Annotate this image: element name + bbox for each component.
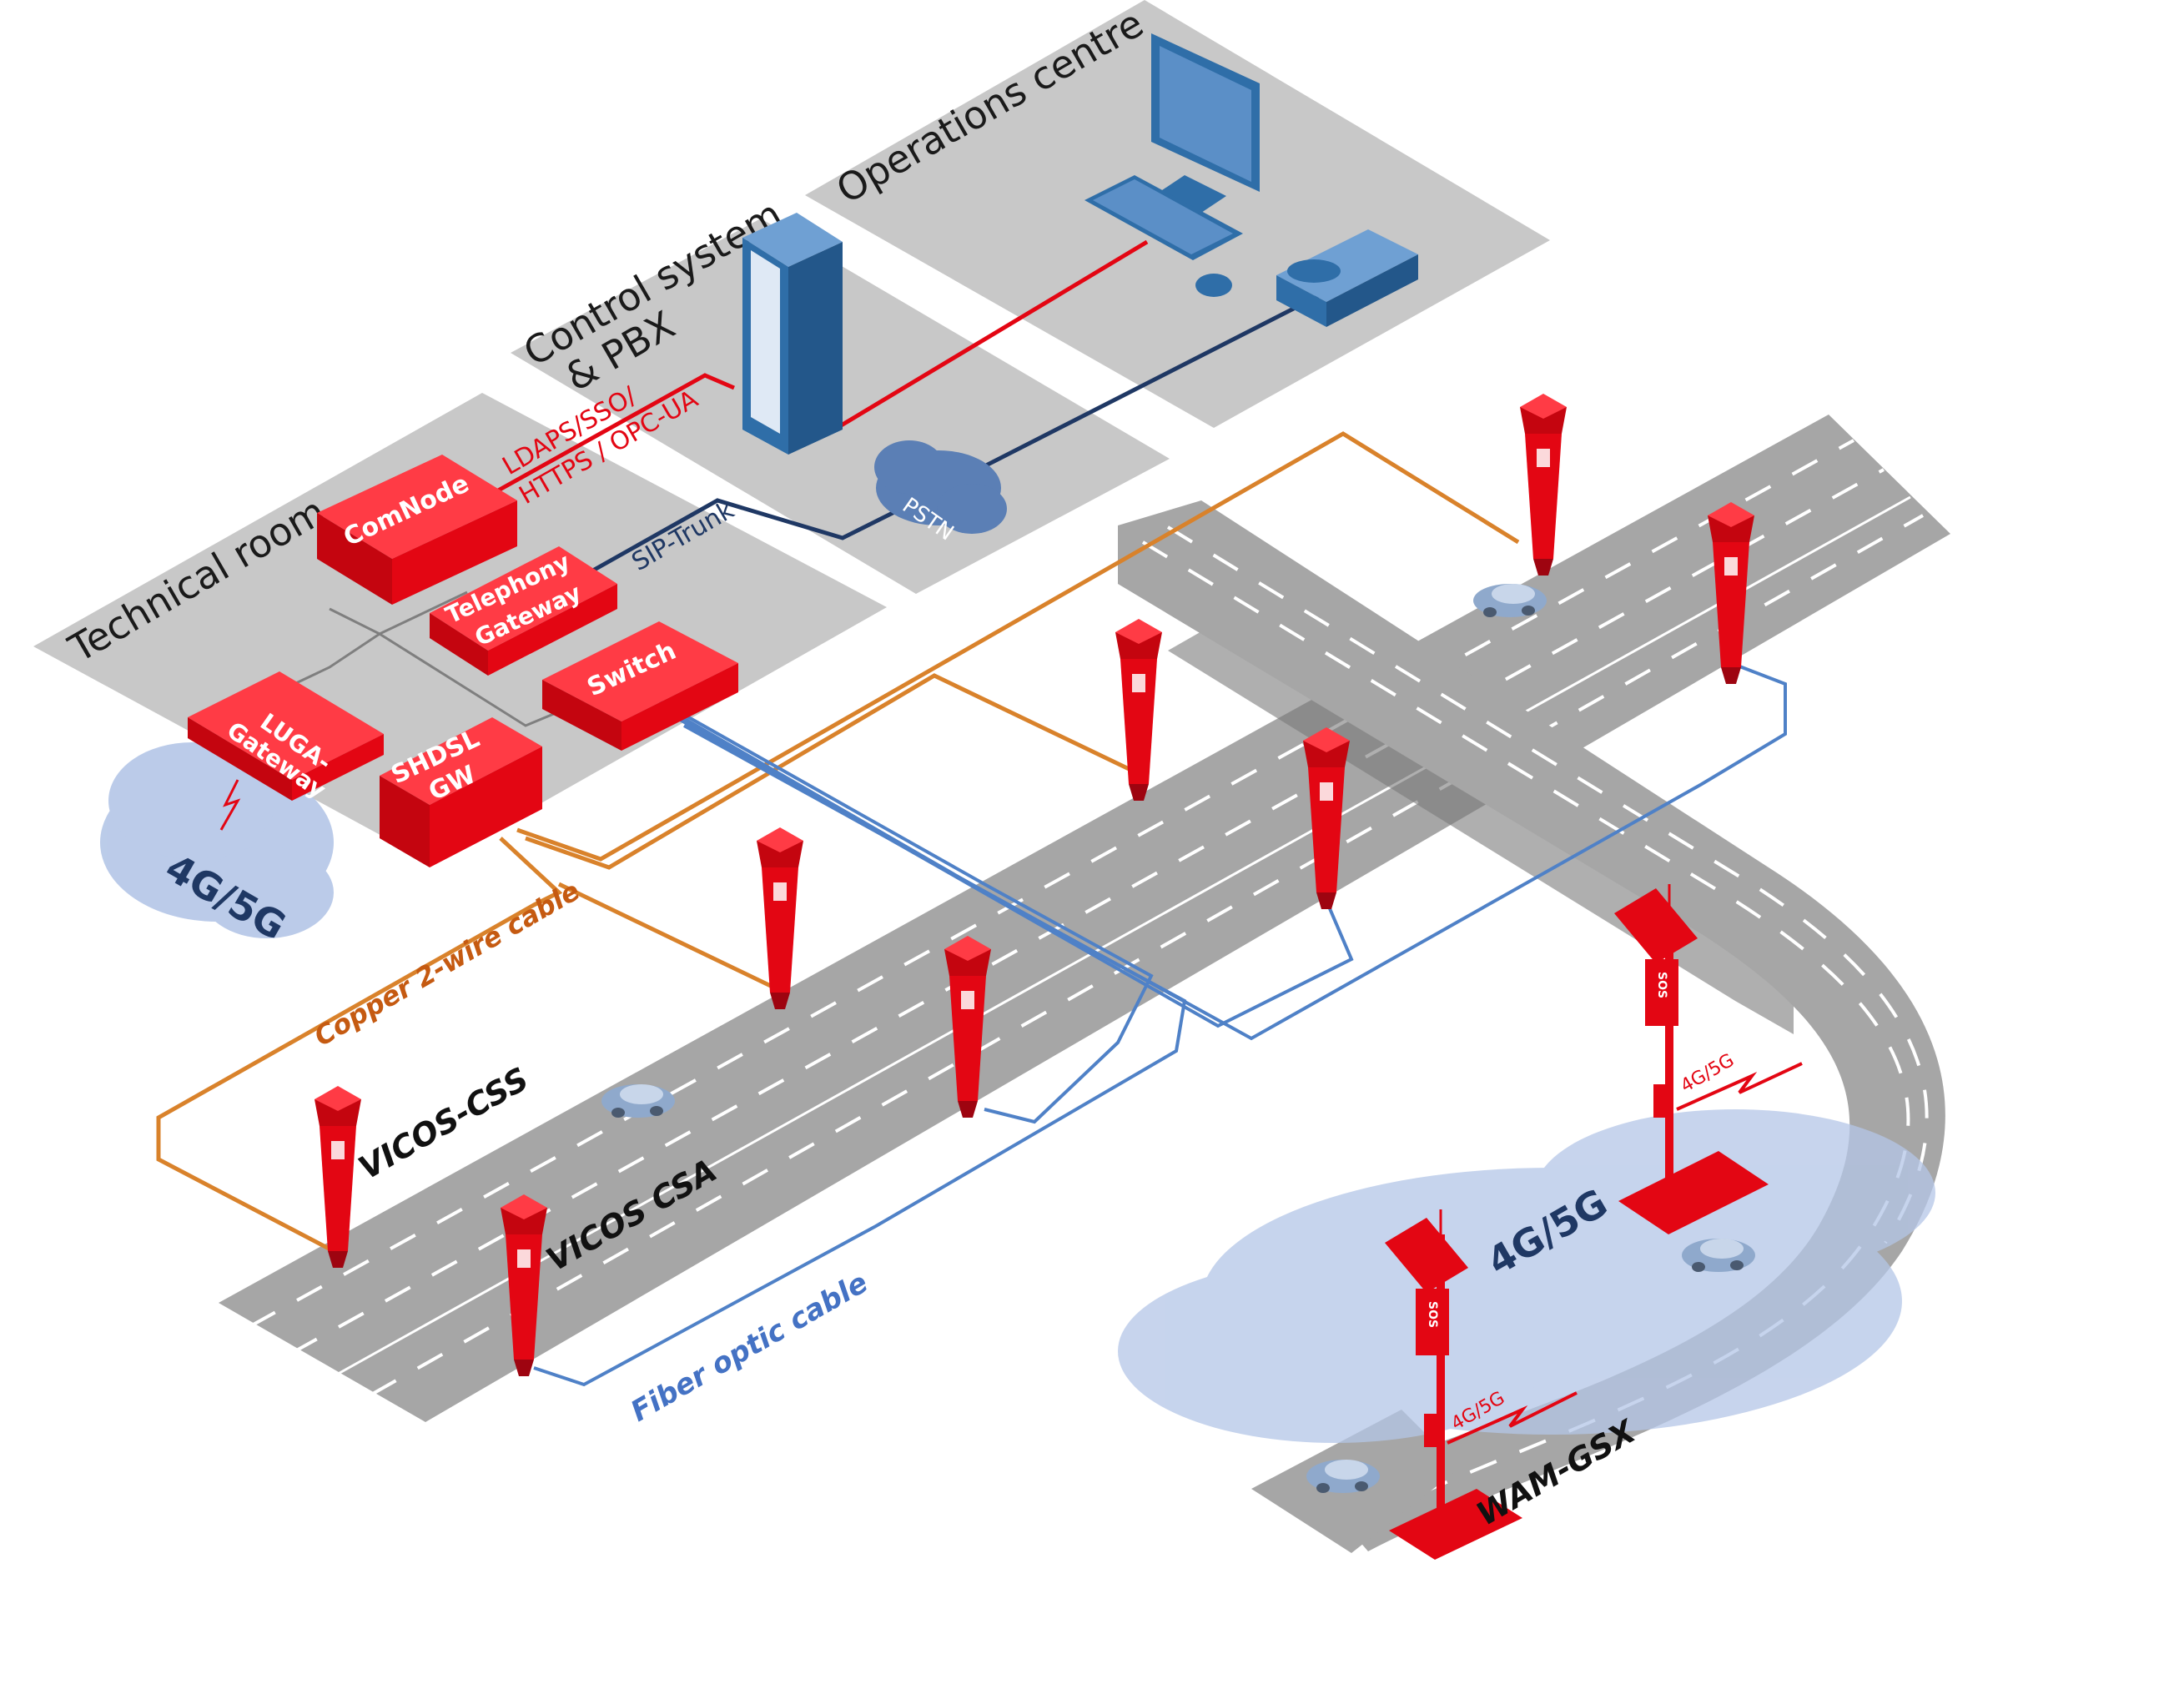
- pstn-cloud: [874, 440, 1007, 534]
- wam-gsx-mast-upper[interactable]: SOS: [1614, 884, 1769, 1234]
- car-icon: [1473, 584, 1547, 617]
- luga-gateway-device[interactable]: LUGA- Gateway: [188, 671, 384, 804]
- overpass-road: [1118, 500, 1945, 1551]
- monitor-icon[interactable]: [1151, 33, 1260, 213]
- server-rack[interactable]: [742, 213, 843, 455]
- sos-pillar[interactable]: [1115, 619, 1162, 801]
- wam-gsx-mast-lower[interactable]: SOS: [1385, 1209, 1522, 1560]
- main-highway-lane-markings: [249, 439, 1924, 1396]
- sos-pillar[interactable]: [1520, 394, 1567, 576]
- radio-bolt-lower: [1447, 1391, 1578, 1445]
- copper-cable-label: Copper 2-wire cable: [309, 875, 585, 1053]
- shdsl-gateway-device[interactable]: SHDSL GW: [380, 717, 542, 867]
- keyboard-icon[interactable]: [1084, 175, 1243, 260]
- overpass-lane-markings: [1141, 525, 1929, 1528]
- luga-radio-bolt: [219, 779, 241, 831]
- navy-telephony-link: [582, 294, 1320, 578]
- radio-bolt-upper: [1676, 1062, 1803, 1111]
- wireless-cloud-right: [1118, 1109, 1935, 1443]
- car-icon: [1682, 1239, 1755, 1272]
- red-data-link: [491, 239, 1149, 496]
- wireless-cloud-left: [100, 742, 334, 938]
- car-icon: [601, 1084, 675, 1118]
- switch-device[interactable]: Switch: [542, 621, 738, 751]
- mouse-icon[interactable]: [1195, 274, 1232, 297]
- car-icon: [1306, 1460, 1380, 1493]
- fiber-cable-label: Fiber optic cable: [626, 1266, 874, 1429]
- radio-label-upper: 4G/5G: [1678, 1050, 1739, 1097]
- main-highway: [219, 415, 1950, 1422]
- sos-panel-label: SOS: [1426, 1301, 1439, 1328]
- phone-icon[interactable]: [1276, 229, 1418, 327]
- comnode-device[interactable]: ComNode: [317, 455, 517, 605]
- fiber-cable-lines: [533, 661, 1787, 1387]
- sos-panel-label: SOS: [1655, 972, 1668, 998]
